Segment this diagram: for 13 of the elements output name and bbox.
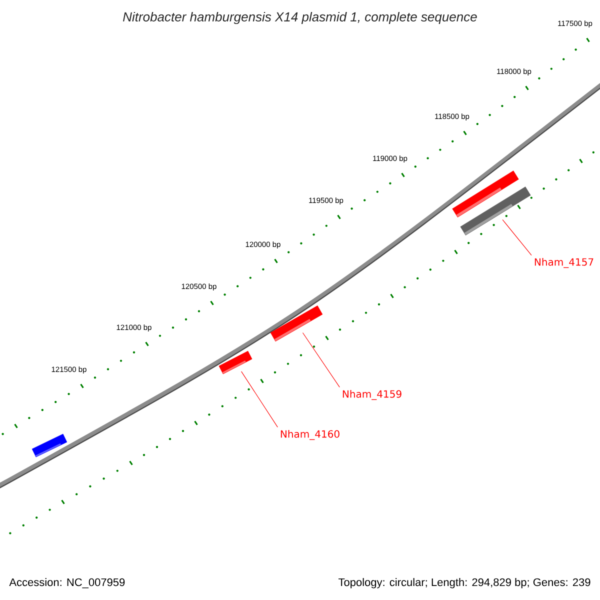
gene-bar [218,350,252,374]
leader-line [502,219,532,256]
leader-line [241,371,278,428]
footer-text: Accession: NC_007959 [9,578,125,588]
gene-label: Nham_4157 [534,258,594,268]
gene-label: Nham_4159 [342,390,402,400]
gene-bar [270,306,323,342]
leader-line [302,332,340,388]
title: Nitrobacter hamburgensis X14 plasmid 1, complete sequence [123,12,477,24]
gene-bar [460,186,531,236]
footer-text: Topology: circular; Length: 294,829 bp; Genes: 239 [338,578,590,588]
gene-label: Nham_4160 [280,430,340,440]
gene-bar [32,434,68,458]
